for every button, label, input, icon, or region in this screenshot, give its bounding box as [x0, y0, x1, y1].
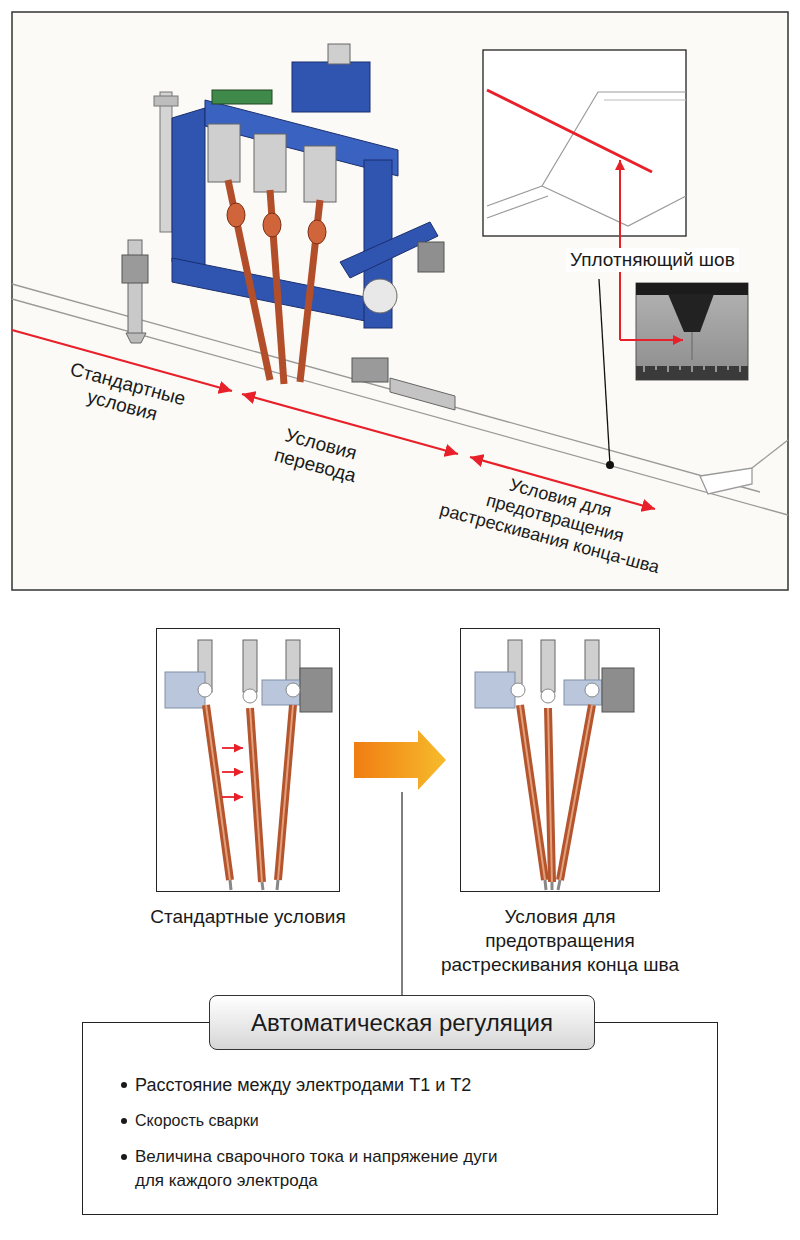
inset-view-part — [487, 90, 652, 172]
bullet-dot — [121, 1118, 127, 1124]
welding-machine-part — [254, 134, 286, 192]
torch-picture-crack-prevention-part — [585, 683, 599, 697]
cross-section-part — [636, 366, 748, 380]
bullet-dot — [121, 1082, 127, 1088]
work-plate-part — [700, 468, 752, 494]
welding-machine-part — [308, 220, 326, 244]
list-item: Расстояние между электродами T1 и T2 — [135, 1073, 695, 1097]
welding-machine-part — [328, 44, 350, 64]
condition-zone-line — [12, 330, 655, 509]
torch-picture-crack-prevention-part — [541, 689, 555, 703]
welding-machine-part — [363, 279, 397, 313]
welding-machine-part — [228, 180, 270, 380]
cross-section-part — [636, 283, 748, 295]
welding-machine-part — [304, 146, 336, 202]
cross-section-part — [644, 366, 740, 372]
top-panel-frame — [12, 12, 788, 590]
welding-machine-part — [352, 358, 388, 382]
callout-label: Уплотняющий шов — [566, 248, 739, 272]
torch-picture-crack-prevention-part — [545, 880, 546, 890]
seal-weld-leader-part — [606, 461, 614, 469]
picture-caption: Стандартные условия — [128, 905, 368, 929]
picture-frame: Стандартные условия — [156, 628, 340, 892]
torch-picture-standard-part — [250, 708, 262, 882]
torch-picture-crack-prevention-part — [558, 880, 560, 890]
list-item: Величина сварочного тока и напряжение ду… — [135, 1145, 505, 1193]
inset-view-part — [483, 50, 686, 236]
torch-picture-standard-part — [250, 708, 262, 882]
welding-machine-part — [126, 333, 146, 343]
torch-picture-standard-part — [277, 880, 278, 890]
torch-picture-standard-part — [222, 747, 243, 749]
cross-section — [636, 283, 748, 380]
welding-machine-part — [263, 213, 281, 237]
torch-picture-crack-prevention-part — [548, 708, 552, 882]
list-item: Скорость сварки — [135, 1109, 695, 1133]
list-box: Расстояние между электродами T1 и T2 Скор… — [82, 1022, 718, 1215]
welding-machine — [122, 44, 455, 410]
welding-machine-part — [390, 378, 455, 410]
torch-picture-crack-prevention-part — [564, 680, 602, 705]
welding-machine-part — [292, 62, 370, 112]
heading-box: Автоматическая регуляция — [209, 995, 595, 1050]
torch-picture-standard-part — [230, 880, 231, 890]
picture-frame: Условия для предотвращения растрескивани… — [460, 628, 660, 892]
welding-machine-part — [122, 255, 148, 283]
seal-weld-leader-part — [620, 339, 683, 341]
seal-weld-leader-part — [599, 279, 610, 465]
inset-view-part — [542, 92, 686, 226]
welding-machine-part — [227, 203, 245, 227]
welding-machine-part — [418, 242, 444, 272]
torch-picture-crack-prevention-part — [541, 640, 555, 692]
welding-machine-part — [172, 108, 205, 272]
torch-picture-crack-prevention-part — [520, 705, 545, 880]
torch-picture-crack-prevention-part — [560, 705, 592, 880]
torch-picture-standard-part — [262, 680, 300, 705]
torch-picture-crack-prevention-part — [560, 705, 592, 880]
torch-picture-standard-part — [243, 689, 257, 703]
torch-picture-standard-part — [198, 683, 212, 697]
torch-picture-standard — [165, 640, 332, 890]
torch-picture-crack-prevention-part — [520, 705, 545, 880]
torch-picture-standard-part — [206, 705, 230, 880]
torch-picture-standard-part — [286, 683, 300, 697]
cross-section-part — [668, 294, 714, 332]
torch-picture-crack-prevention-part — [551, 882, 554, 890]
bullet-dot — [121, 1154, 127, 1160]
inset-view-part — [487, 186, 542, 206]
regulation-leader — [401, 792, 403, 996]
torch-picture-crack-prevention-part — [602, 668, 634, 712]
welding-machine-part — [128, 240, 142, 335]
torch-picture-standard-part — [222, 796, 243, 798]
torch-picture-standard-part — [278, 705, 293, 880]
torch-picture-standard-part — [278, 705, 293, 880]
cross-section-part — [691, 332, 693, 360]
torch-picture-standard-part — [262, 882, 263, 890]
inset-view-part — [487, 196, 548, 218]
heading-text: Автоматическая регуляция — [251, 1009, 553, 1037]
welding-machine-part — [160, 92, 172, 232]
seal-weld-leader — [599, 160, 683, 469]
picture-caption: Условия для предотвращения растрескивани… — [429, 905, 691, 977]
cross-section-part — [636, 283, 748, 380]
torch-picture-standard-part — [300, 668, 332, 712]
welding-machine-part — [154, 96, 178, 106]
orange-arrow — [354, 730, 446, 790]
torch-picture-crack-prevention-part — [511, 683, 525, 697]
torch-picture-crack-prevention-part — [548, 708, 552, 882]
inset-view — [483, 50, 686, 236]
torch-picture-standard-part — [222, 771, 243, 773]
torch-picture-standard-part — [206, 705, 230, 880]
torch-picture-standard-part — [243, 640, 257, 692]
torch-picture-crack-prevention-part — [475, 672, 515, 708]
inset-view-part — [604, 100, 686, 101]
torch-picture-crack-prevention — [475, 640, 634, 890]
welding-machine-part — [212, 90, 272, 104]
work-plate-part — [752, 440, 788, 468]
welding-machine-part — [208, 124, 240, 182]
